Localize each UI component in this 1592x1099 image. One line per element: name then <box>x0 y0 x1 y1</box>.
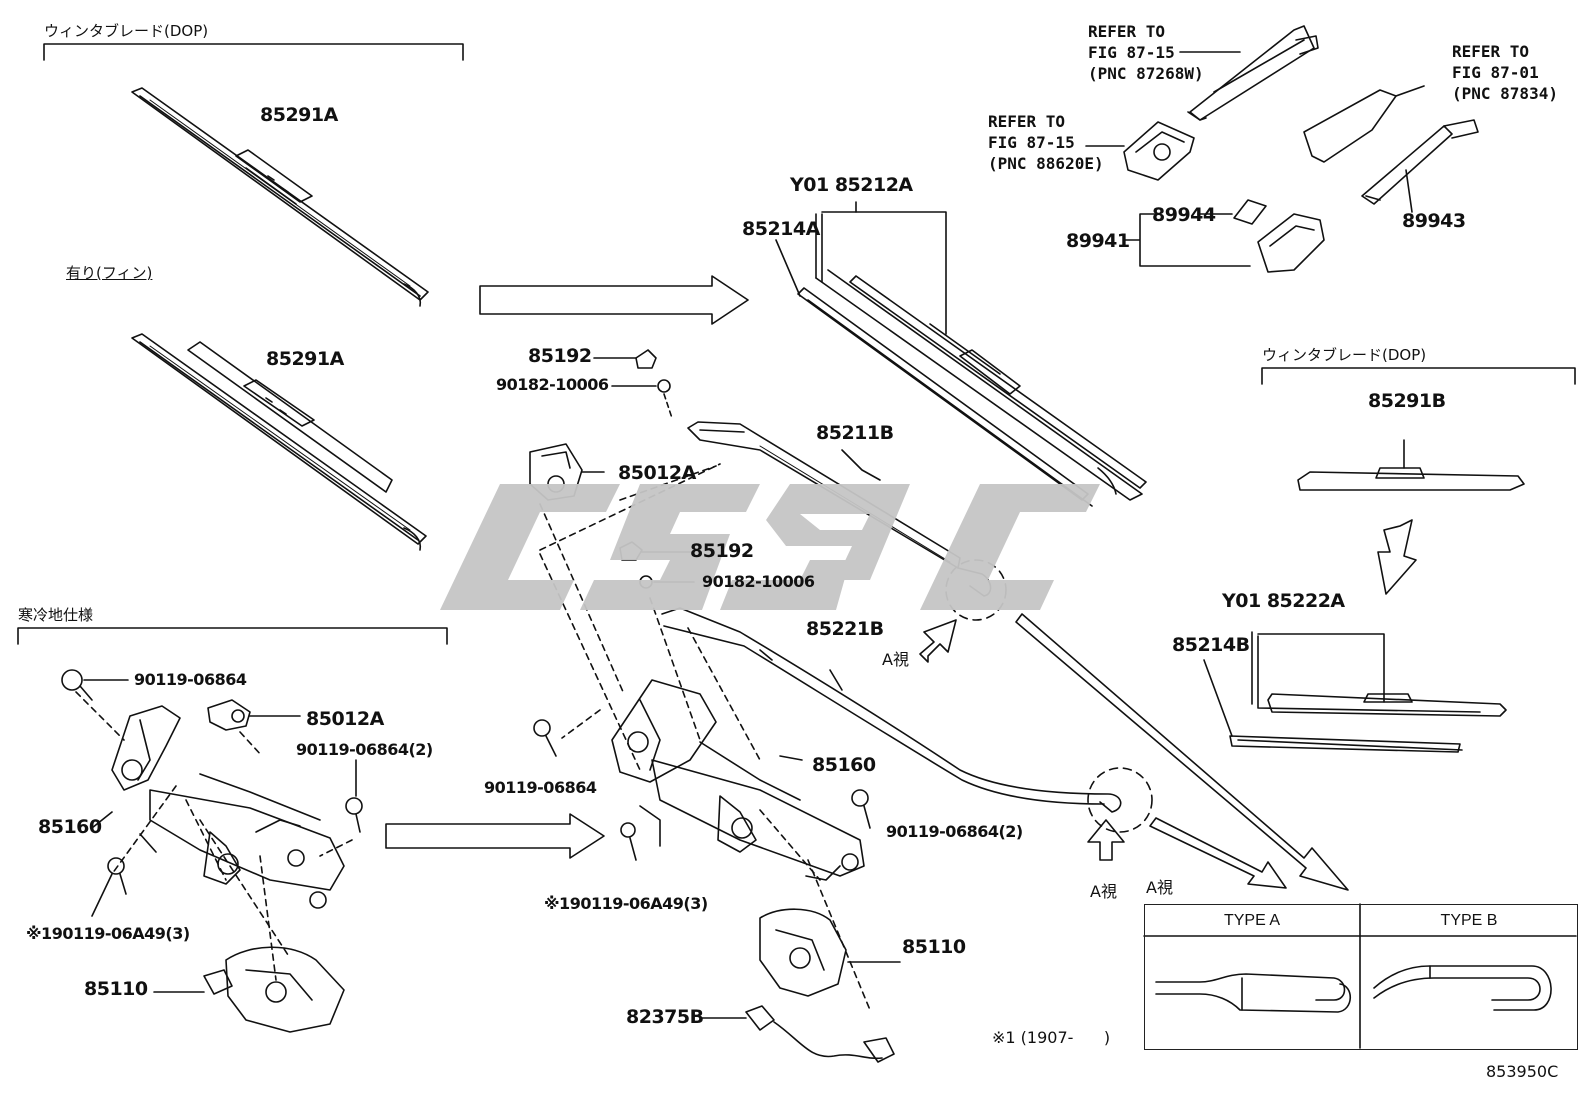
part-label-85222A[interactable]: Y01 85222A <box>1222 590 1345 612</box>
pivot-cap-85012A-left <box>207 699 301 731</box>
part-label-82375B[interactable]: 82375B <box>626 1006 704 1028</box>
a-view-label-2: A視 <box>1090 882 1117 901</box>
arrow-right-middle <box>385 813 605 859</box>
view-box-divider <box>1143 903 1577 1049</box>
part-label-90119-06A49-center[interactable]: ※190119-06A49(3) <box>544 894 708 913</box>
arrow-a-view-1 <box>919 619 957 663</box>
bolt-06A49-left <box>91 857 127 917</box>
part-label-85211B[interactable]: 85211B <box>816 422 894 444</box>
refer-87834-line1: REFER TO <box>1452 42 1530 61</box>
arrow-to-typea <box>1149 817 1287 889</box>
nut-90182-a <box>657 379 671 393</box>
arrow-a-view-2 <box>1087 819 1125 861</box>
part-label-90182-10006-b[interactable]: 90182-10006 <box>702 572 815 591</box>
part-label-85221B[interactable]: 85221B <box>806 618 884 640</box>
part-label-85291A-top[interactable]: 85291A <box>260 104 338 126</box>
part-label-89941[interactable]: 89941 <box>1066 230 1130 252</box>
type-b-drawing <box>1373 965 1552 1011</box>
bolt-90119-2-left <box>345 759 363 833</box>
item-89943 <box>1361 119 1479 213</box>
blade-85291A-top <box>131 87 429 307</box>
arm-85221B <box>661 607 1122 813</box>
a-view-box-title: A視 <box>1146 878 1173 897</box>
refer-87834-line2[interactable]: FIG 87-01 <box>1452 63 1539 82</box>
part-label-85012A-left[interactable]: 85012A <box>306 708 384 730</box>
part-label-85160-left[interactable]: 85160 <box>38 816 102 838</box>
refer-87268W-line2[interactable]: FIG 87-15 <box>1088 43 1175 62</box>
footnote-production-date: ※1 (1907- ) <box>992 1028 1111 1047</box>
part-label-90119-06864-2-center[interactable]: 90119-06864(2) <box>886 822 1023 841</box>
section-label-wiper-blade-dop-right: ウィンタブレード(DOP) <box>1262 346 1427 364</box>
refer-87268W-line3: (PNC 87268W) <box>1088 64 1204 83</box>
refer-87268W-item <box>1179 25 1319 121</box>
figure-code: 853950C <box>1486 1062 1559 1081</box>
refer-87834-item <box>1303 85 1425 163</box>
assembly-dash-left <box>75 691 353 981</box>
bracket-89941-89944 <box>1123 213 1251 267</box>
part-label-85291B[interactable]: 85291B <box>1368 390 1446 412</box>
section-label-cold-region: 寒冷地仕様 <box>18 606 94 624</box>
bracket-dop-right <box>1261 367 1576 385</box>
blade-85291B <box>1297 439 1525 491</box>
type-a-drawing <box>1155 973 1352 1013</box>
refer-88620E-line2[interactable]: FIG 87-15 <box>988 133 1075 152</box>
motor-85110-left <box>153 946 345 1033</box>
part-label-85291A-bottom[interactable]: 85291A <box>266 348 344 370</box>
motor-85110-center <box>759 908 901 997</box>
type-b-label: TYPE B <box>1440 912 1498 929</box>
bracket-cold-region <box>17 627 448 645</box>
bolt-90119-2-center <box>851 789 871 829</box>
part-label-85110-center[interactable]: 85110 <box>902 936 966 958</box>
part-label-85160-center[interactable]: 85160 <box>812 754 876 776</box>
part-label-90119-06864-left-top[interactable]: 90119-06864 <box>134 670 247 689</box>
part-label-85214B[interactable]: 85214B <box>1172 634 1250 656</box>
part-label-85214A[interactable]: 85214A <box>742 218 820 240</box>
blade-85291A-bottom <box>131 333 427 551</box>
arrow-to-typeb <box>1015 613 1349 891</box>
part-label-90182-10006-a[interactable]: 90182-10006 <box>496 375 609 394</box>
part-label-85192-b[interactable]: 85192 <box>690 540 754 562</box>
linkage-85160-center <box>611 679 865 881</box>
part-label-90119-06864-center[interactable]: 90119-06864 <box>484 778 597 797</box>
refer-88620E-line1: REFER TO <box>988 112 1066 131</box>
part-label-85110-left[interactable]: 85110 <box>84 978 148 1000</box>
harness-82375B <box>699 1005 895 1063</box>
bolt-90119-center <box>533 719 557 757</box>
part-label-85012A-center[interactable]: 85012A <box>618 462 696 484</box>
part-label-85212A[interactable]: Y01 85212A <box>790 174 913 196</box>
arrow-down-right <box>1377 519 1417 595</box>
part-label-85192-a[interactable]: 85192 <box>528 345 592 367</box>
cap-85192-a <box>635 349 657 369</box>
part-label-89944[interactable]: 89944 <box>1152 204 1216 226</box>
item-89944 <box>1233 199 1267 225</box>
view-circle-a2 <box>1087 767 1153 833</box>
part-label-90119-06A49-left[interactable]: ※190119-06A49(3) <box>26 924 190 943</box>
a-view-label-1: A視 <box>882 650 909 669</box>
bolt-90119-left-top <box>61 669 129 701</box>
part-label-89943[interactable]: 89943 <box>1402 210 1466 232</box>
section-label-with-fin: 有り(フィン) <box>66 264 153 282</box>
part-label-90119-06864-2-left[interactable]: 90119-06864(2) <box>296 740 433 759</box>
a-view-box <box>1144 904 1578 1050</box>
refer-88620E-line3: (PNC 88620E) <box>988 154 1104 173</box>
refer-87834-line3: (PNC 87834) <box>1452 84 1558 103</box>
refer-87268W-line1: REFER TO <box>1088 22 1166 41</box>
refer-88620E-item <box>1085 121 1195 181</box>
bolt-06A49-center <box>620 822 637 861</box>
item-89941 <box>1257 213 1325 273</box>
bracket-dop-left <box>43 43 464 61</box>
blade-85222A <box>1203 631 1507 753</box>
linkage-85160-left <box>91 705 345 909</box>
type-a-label: TYPE A <box>1223 912 1281 929</box>
section-label-wiper-blade-dop-left: ウィンタブレード(DOP) <box>44 22 209 40</box>
arrow-right-upper <box>479 275 749 325</box>
